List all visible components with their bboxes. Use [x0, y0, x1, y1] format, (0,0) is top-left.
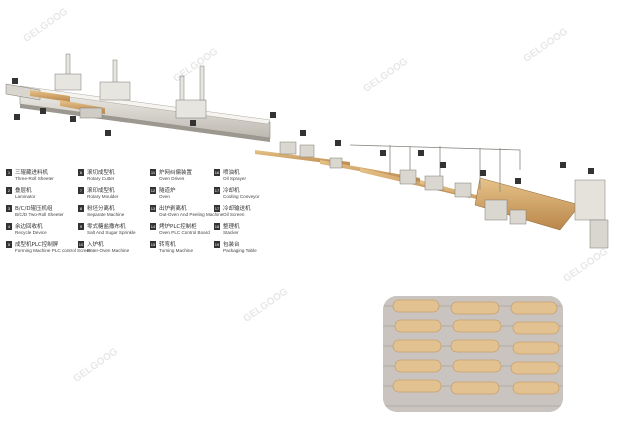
overhead-rail	[349, 144, 521, 192]
oven-chimneys	[54, 53, 207, 119]
cooling-conveyor	[255, 150, 609, 249]
callout-labels	[12, 78, 594, 184]
forming-section	[5, 83, 105, 119]
biscuit-photo-illustration	[383, 296, 563, 412]
product-photo	[383, 296, 563, 412]
line-machines	[279, 141, 527, 225]
